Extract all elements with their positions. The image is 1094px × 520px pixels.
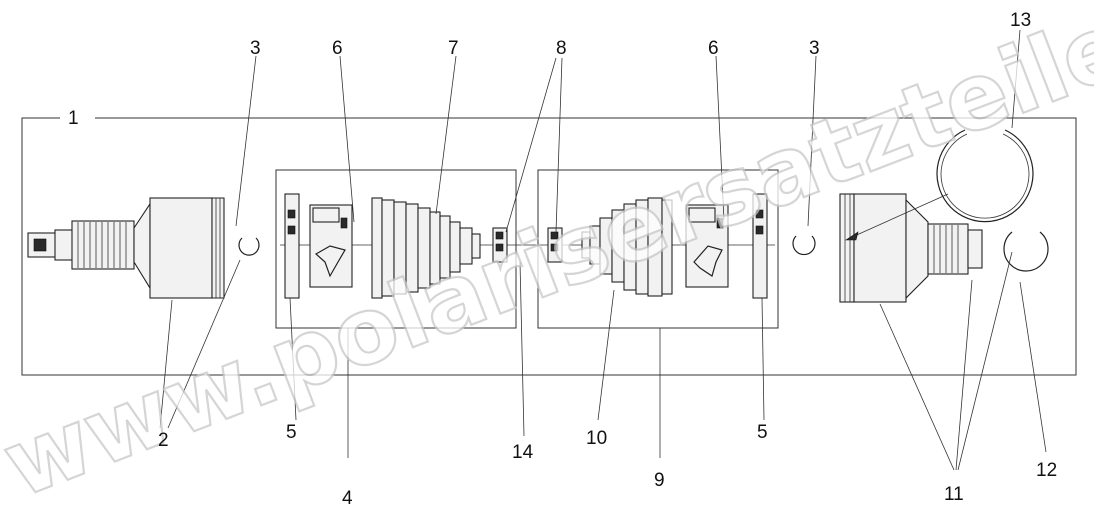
outer-cv-joint bbox=[27, 197, 225, 299]
callout-13: 13 bbox=[1010, 10, 1031, 31]
clamp-band-left bbox=[284, 193, 300, 299]
callout-6-right: 6 bbox=[708, 38, 719, 59]
callout-14: 14 bbox=[512, 442, 534, 463]
callout-5-right: 5 bbox=[757, 422, 768, 443]
circlip-right bbox=[792, 235, 816, 256]
snap-ring-large bbox=[936, 129, 1034, 223]
snap-ring-small bbox=[1003, 231, 1049, 272]
callout-9: 9 bbox=[654, 470, 665, 491]
callout-1: 1 bbox=[68, 108, 79, 129]
boot-outer bbox=[371, 197, 481, 299]
leader-lines bbox=[159, 29, 1047, 471]
callout-11: 11 bbox=[944, 484, 964, 505]
callout-6-left: 6 bbox=[332, 38, 343, 59]
grease-packet-left bbox=[309, 204, 353, 288]
callout-8: 8 bbox=[556, 38, 567, 59]
boot-kit-frame-right bbox=[537, 169, 779, 329]
callout-5-left: 5 bbox=[286, 422, 297, 443]
callout-12: 12 bbox=[1036, 460, 1057, 481]
small-clamp-right bbox=[547, 227, 563, 263]
boot-inner bbox=[581, 197, 673, 297]
small-clamp-left bbox=[492, 227, 508, 263]
callout-10: 10 bbox=[586, 428, 607, 449]
callout-3-left: 3 bbox=[250, 38, 261, 59]
callouts: 1 2 3 3 4 5 5 6 6 7 8 9 10 11 12 13 14 bbox=[68, 10, 1057, 509]
callout-7: 7 bbox=[448, 38, 459, 59]
clamp-band-right bbox=[752, 193, 768, 299]
circlip-left bbox=[238, 237, 260, 256]
callout-3-right: 3 bbox=[809, 38, 820, 59]
callout-4: 4 bbox=[342, 488, 353, 509]
inner-cv-joint bbox=[839, 193, 983, 303]
callout-2: 2 bbox=[158, 430, 169, 451]
boot-kit-frame-left bbox=[275, 169, 517, 329]
grease-packet-right bbox=[685, 204, 729, 288]
kit-frame bbox=[21, 117, 1077, 376]
